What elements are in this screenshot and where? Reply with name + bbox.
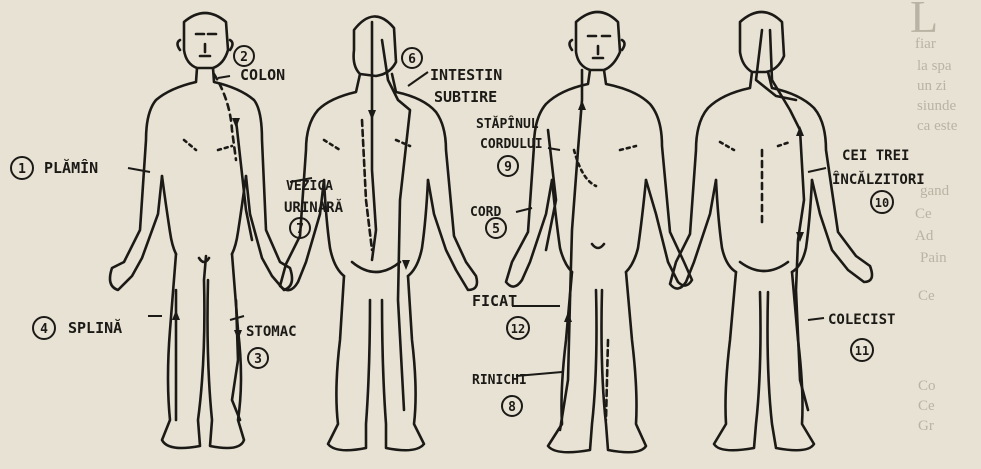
bg-fragment: ca este — [917, 118, 958, 134]
bg-fragment: la spa — [917, 58, 952, 74]
label-plamin-text: PLĂMÎN — [44, 158, 98, 177]
bg-fragment: un zi — [917, 78, 947, 94]
label-vezica-line2: URINARĂ — [284, 198, 344, 216]
label-rinichi-text: RINICHI — [472, 373, 527, 388]
label-ficat-number: 12 — [511, 322, 525, 336]
bg-fragment: Ce — [915, 206, 932, 222]
label-colon: 2 COLON — [234, 46, 285, 84]
label-stapinul-number: 9 — [504, 160, 512, 175]
bg-fragment: Ad — [915, 228, 934, 244]
figure-back-right — [670, 12, 872, 450]
bg-fragment: Ce — [918, 288, 935, 304]
label-colecist-text: COLECIST — [828, 312, 895, 328]
label-colecist: COLECIST 11 — [828, 312, 895, 361]
label-stomac-number: 3 — [254, 352, 262, 367]
label-intestin-number: 6 — [408, 52, 416, 67]
bg-fragment: Gr — [918, 418, 934, 434]
label-stomac: STOMAC 3 — [246, 324, 297, 368]
figure-front-right — [506, 12, 692, 452]
label-colon-text: COLON — [240, 66, 285, 84]
label-intestin-line1: INTESTIN — [430, 66, 502, 84]
label-vezica-urinara: VEZICA URINARĂ 7 — [284, 179, 344, 238]
label-stapinul-line2: CORDULUI — [480, 137, 543, 152]
bg-fragment: Co — [918, 378, 936, 394]
label-cei-trei-incalzitori: CEI TREI ÎNCĂLZITORI 10 — [832, 148, 925, 213]
bg-fragment: Ce — [918, 398, 935, 414]
bg-fragment: Pain — [920, 250, 947, 266]
background-text: L fiar la spa un zi siunde ca este gand … — [910, 0, 958, 434]
label-vezica-number: 7 — [296, 222, 304, 237]
label-incalzitori-number: 10 — [875, 196, 889, 210]
label-rinichi: RINICHI 8 — [472, 373, 527, 416]
label-colecist-number: 11 — [855, 344, 869, 358]
label-vezica-line1: VEZICA — [286, 179, 333, 194]
label-plamin: 1 PLĂMÎN — [11, 157, 98, 179]
label-splina: 4 SPLINĂ — [33, 317, 122, 339]
label-ficat-text: FICAT — [472, 292, 517, 310]
bg-fragment: fiar — [915, 36, 936, 52]
label-cord: CORD 5 — [470, 205, 506, 238]
label-incalzitori-line1: CEI TREI — [842, 148, 909, 164]
label-splina-text: SPLINĂ — [68, 318, 122, 337]
label-ficat: FICAT 12 — [472, 292, 529, 339]
label-splina-number: 4 — [40, 322, 48, 337]
label-intestin-line2: SUBTIRE — [434, 88, 497, 106]
label-stomac-text: STOMAC — [246, 324, 297, 340]
label-incalzitori-line2: ÎNCĂLZITORI — [832, 170, 925, 188]
label-plamin-number: 1 — [18, 162, 26, 177]
label-cord-number: 5 — [492, 222, 500, 237]
label-stapinul-line1: STĂPÎNUL — [476, 116, 539, 132]
bg-fragment: siunde — [917, 98, 957, 114]
label-colon-number: 2 — [240, 50, 248, 65]
label-rinichi-number: 8 — [508, 400, 516, 415]
